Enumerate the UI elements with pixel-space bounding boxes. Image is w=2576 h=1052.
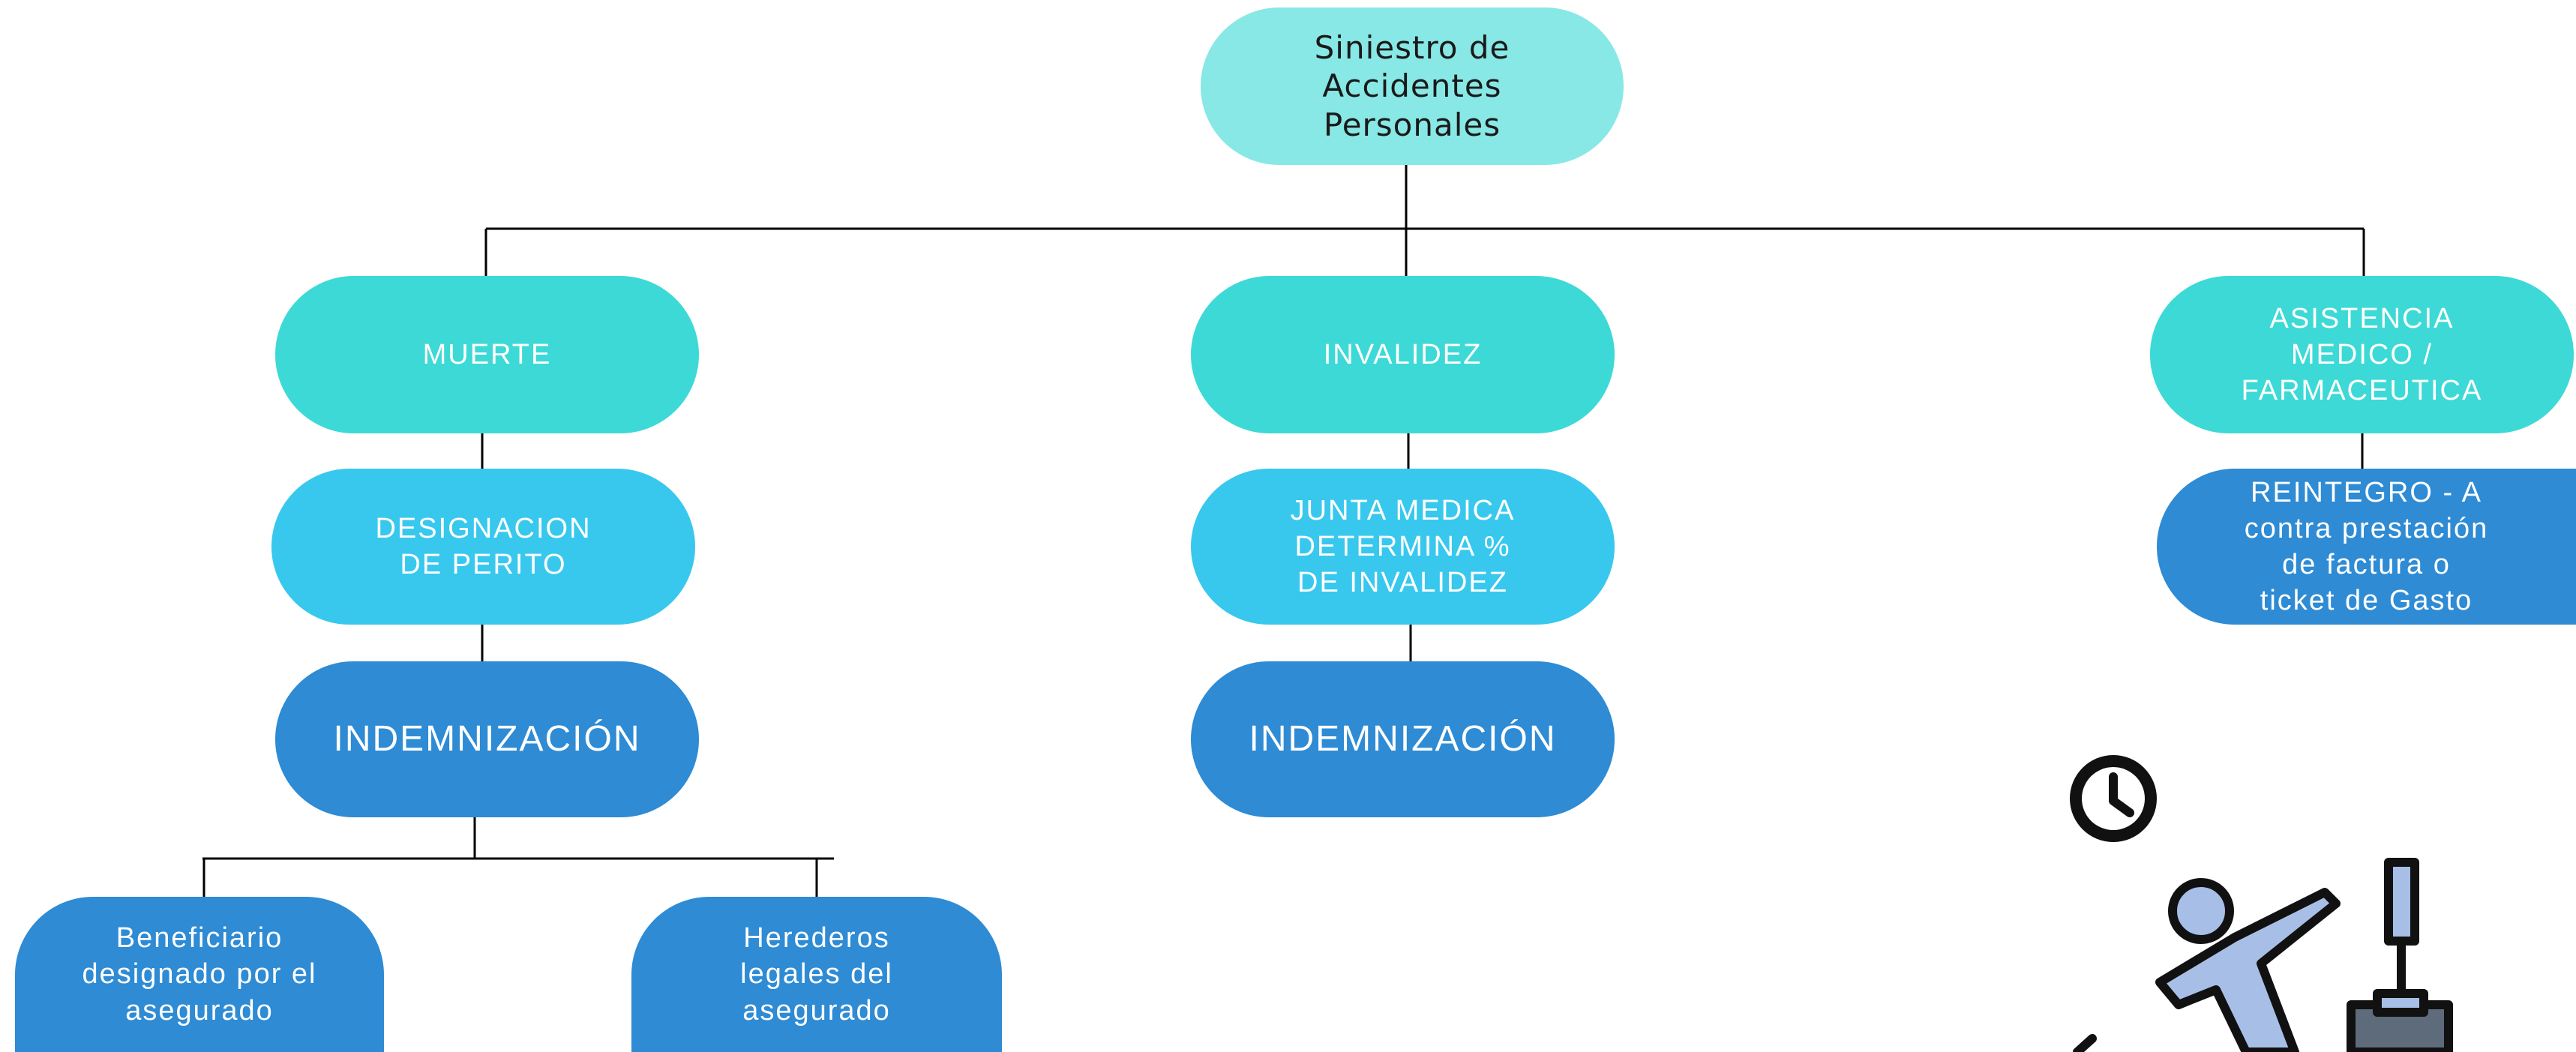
result-node-indemnizacion-invalidez: INDEMNIZACIÓN — [1191, 661, 1615, 817]
root-node-siniestro: Siniestro de Accidentes Personales — [1201, 7, 1624, 165]
branch-node-asistencia: ASISTENCIA MEDICO / FARMACEUTICA — [2150, 276, 2574, 433]
result-node-indemnizacion-muerte: INDEMNIZACIÓN — [275, 661, 699, 817]
accident-illustration — [2070, 755, 2453, 1052]
branch-node-invalidez: INVALIDEZ — [1191, 276, 1615, 433]
clock-icon — [2070, 755, 2157, 842]
beneficiary-node-designado: Beneficiario designado por el asegurado — [15, 897, 384, 1052]
falling-person-icon — [2073, 878, 2341, 1052]
beneficiary-node-herederos: Herederos legales del asegurado — [631, 897, 1002, 1052]
step-node-reintegro: REINTEGRO - A contra prestación de factu… — [2157, 469, 2576, 625]
step-node-junta-medica: JUNTA MEDICA DETERMINA % DE INVALIDEZ — [1191, 469, 1615, 625]
office-chair-icon — [2347, 858, 2453, 1052]
step-node-designacion-perito: DESIGNACION DE PERITO — [271, 469, 695, 625]
branch-node-muerte: MUERTE — [275, 276, 699, 433]
